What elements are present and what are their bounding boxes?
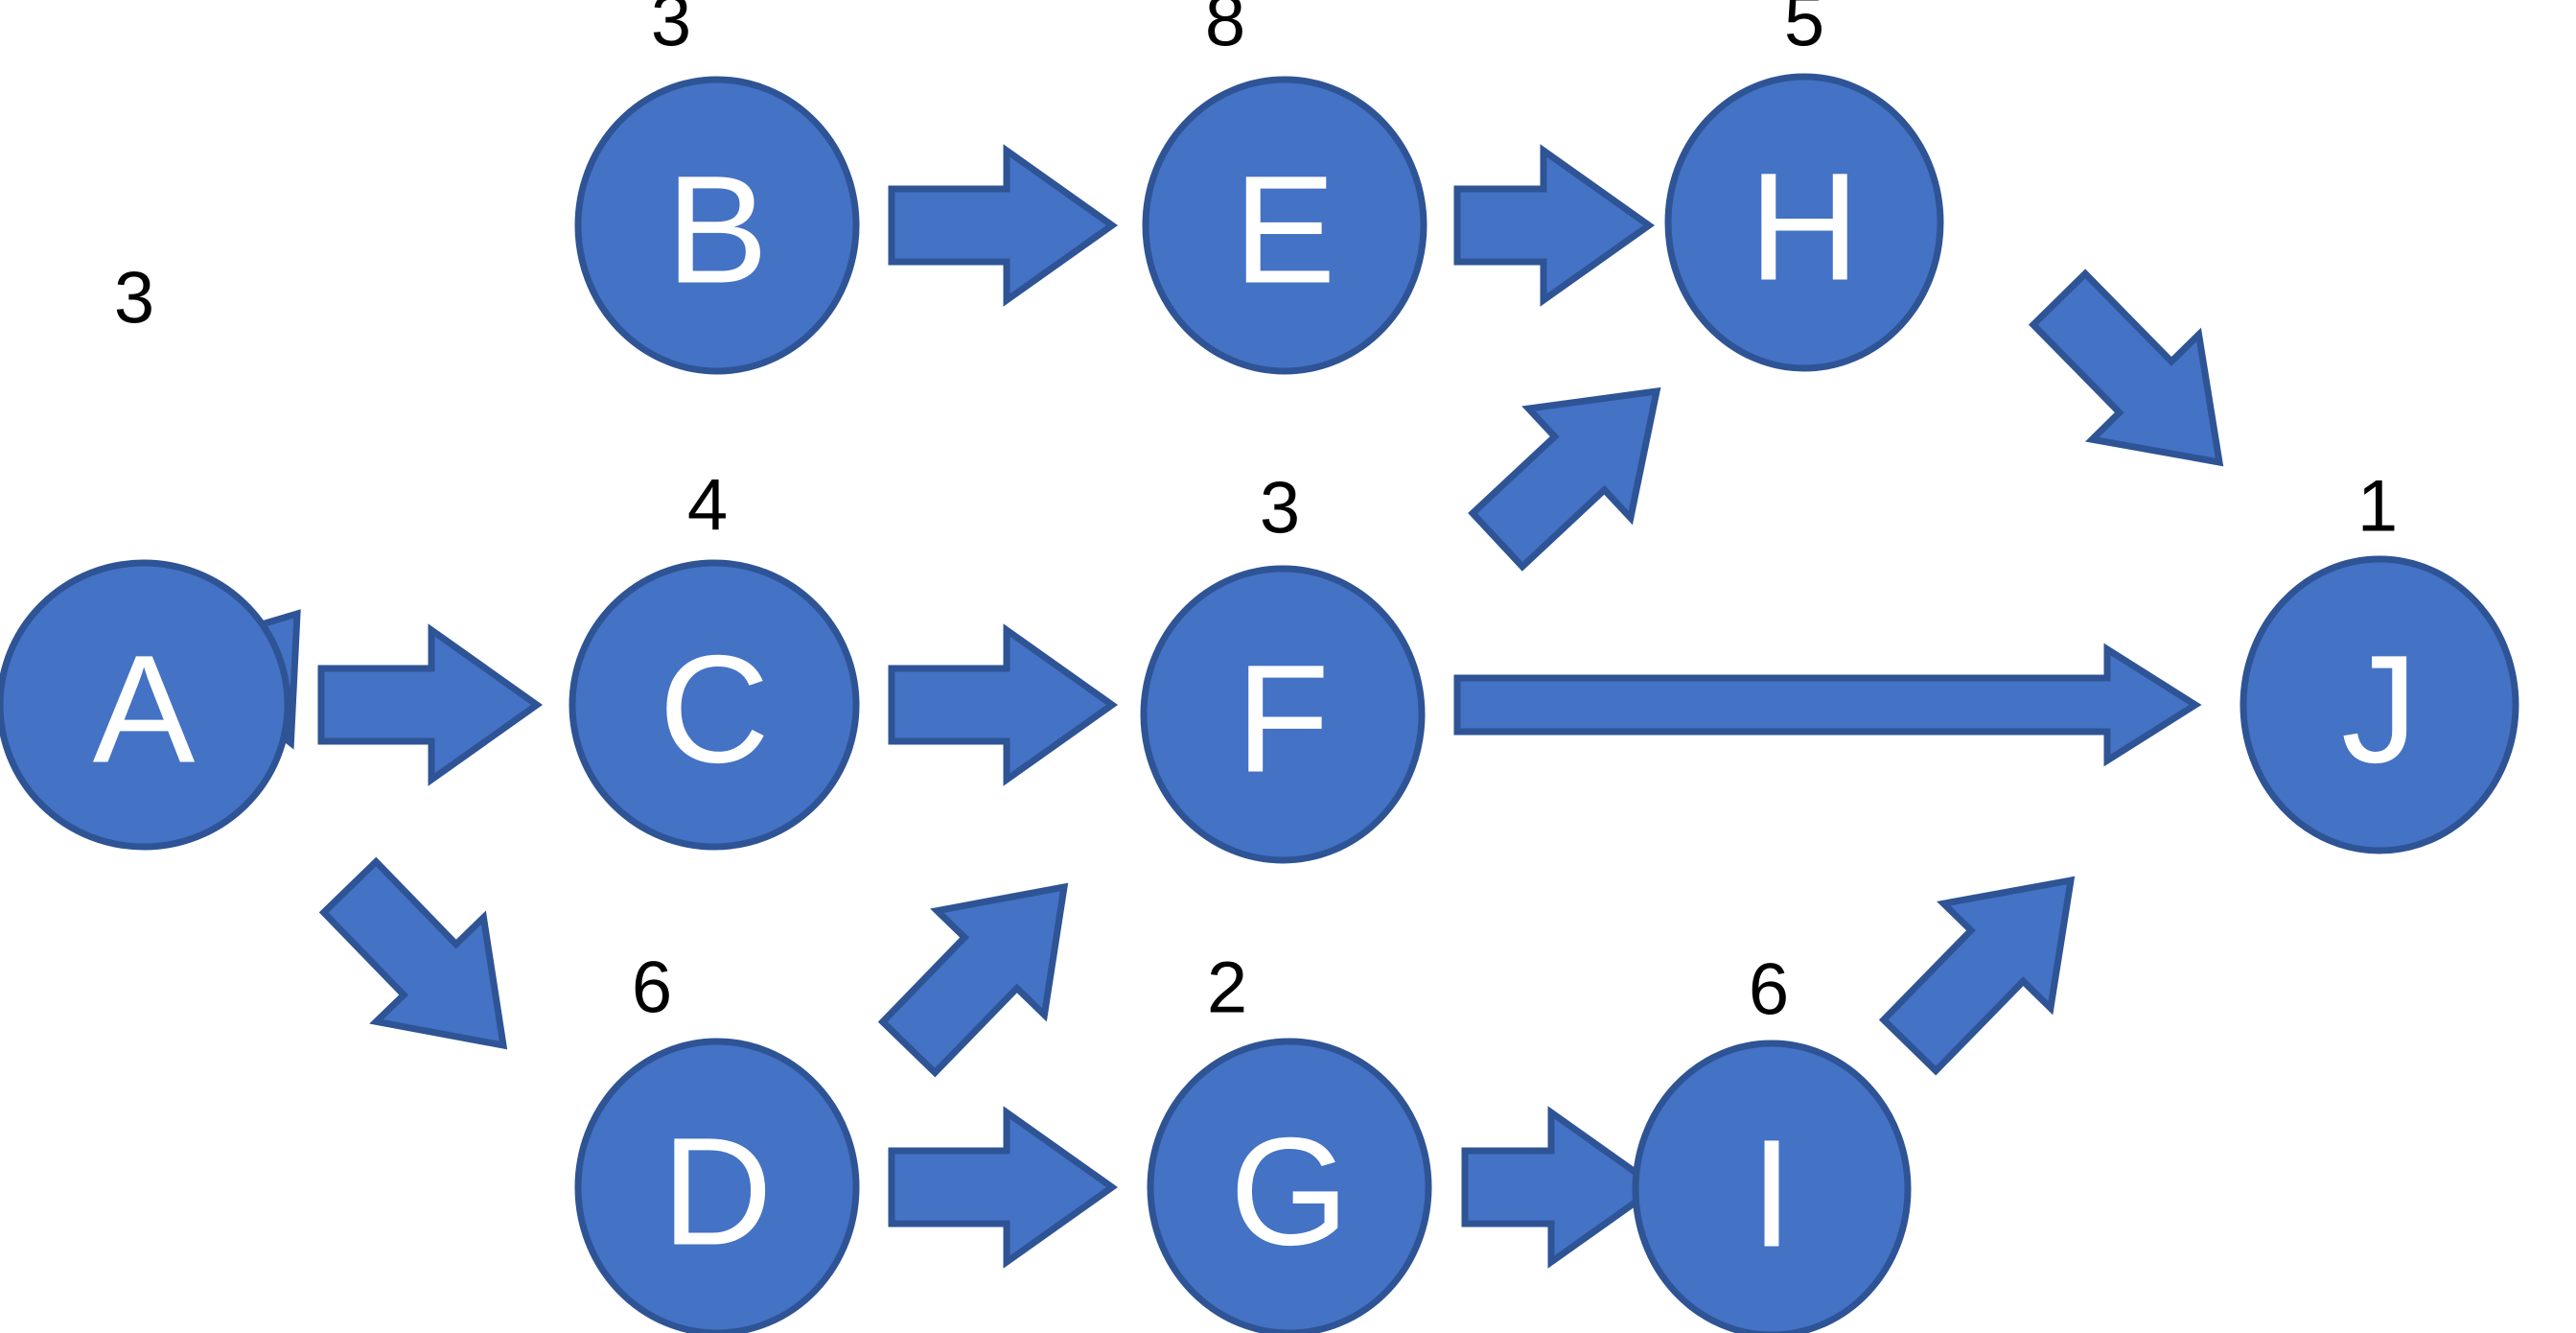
node-weight-j: 1 (2357, 466, 2398, 548)
node-circle-e[interactable] (1142, 76, 1427, 375)
node-label-i: I (1751, 1108, 1793, 1279)
weights-layer: 3 3 4 6 8 3 2 5 6 1 (114, 0, 2398, 1031)
node-circle-a[interactable] (0, 559, 291, 851)
node-label-g: G (1230, 1106, 1349, 1277)
node-weight-d: 6 (632, 947, 672, 1029)
node-label-b: B (666, 144, 769, 316)
edge-arrow-a-to-c[interactable] (317, 623, 544, 786)
node-circle-i[interactable] (1632, 1040, 1912, 1333)
node-weight-a: 3 (114, 258, 154, 339)
edges-layer (158, 144, 2224, 1269)
node-circle-h[interactable] (1664, 73, 1944, 372)
node-label-e: E (1234, 144, 1336, 316)
node-h[interactable]: H (1664, 73, 1944, 372)
node-label-j: J (2341, 623, 2418, 795)
node-circle-b[interactable] (574, 76, 860, 375)
node-g[interactable]: G (1147, 1038, 1432, 1333)
node-weight-e: 8 (1205, 0, 1245, 62)
node-b[interactable]: B (574, 76, 860, 375)
edge-arrow-d-to-g[interactable] (888, 1106, 1119, 1269)
node-c[interactable]: C (569, 559, 860, 851)
node-circle-j[interactable] (2239, 555, 2519, 854)
edge-arrow-h-to-j[interactable] (2028, 269, 2224, 467)
node-label-a: A (93, 623, 196, 795)
node-d[interactable]: D (574, 1038, 860, 1333)
node-label-f: F (1236, 633, 1330, 805)
edge-arrow-d-to-f[interactable] (877, 882, 1069, 1078)
nodes-layer: A B C D E F G H I J (0, 73, 2519, 1333)
node-weight-h: 5 (1784, 0, 1824, 62)
node-weight-g: 2 (1207, 947, 1247, 1029)
node-weight-i: 6 (1749, 949, 1789, 1031)
edge-arrow-g-to-i[interactable] (1461, 1106, 1663, 1269)
node-circle-g[interactable] (1147, 1038, 1432, 1333)
node-label-d: D (661, 1106, 773, 1277)
node-label-h: H (1749, 141, 1860, 313)
edge-arrow-f-to-j[interactable] (1453, 643, 2202, 767)
node-e[interactable]: E (1142, 76, 1427, 375)
node-circle-d[interactable] (574, 1038, 860, 1333)
edge-arrow-a-to-d[interactable] (318, 856, 508, 1050)
node-a[interactable]: A (0, 559, 291, 851)
edge-arrow-c-to-f[interactable] (888, 623, 1119, 786)
node-weight-b: 3 (651, 0, 691, 62)
node-weight-c: 4 (687, 465, 728, 547)
edge-arrow-b-to-e[interactable] (888, 144, 1119, 307)
node-j[interactable]: J (2239, 555, 2519, 854)
edge-arrow-i-to-j[interactable] (1878, 876, 2076, 1076)
node-circle-c[interactable] (569, 559, 860, 851)
edge-arrow-e-to-h[interactable] (1453, 144, 1656, 307)
node-circle-f[interactable] (1140, 565, 1426, 864)
node-label-c: C (659, 623, 770, 795)
node-i[interactable]: I (1632, 1040, 1912, 1333)
node-f[interactable]: F (1140, 565, 1426, 864)
node-weight-f: 3 (1260, 468, 1300, 550)
edge-arrow-f-to-h[interactable] (1468, 386, 1661, 572)
